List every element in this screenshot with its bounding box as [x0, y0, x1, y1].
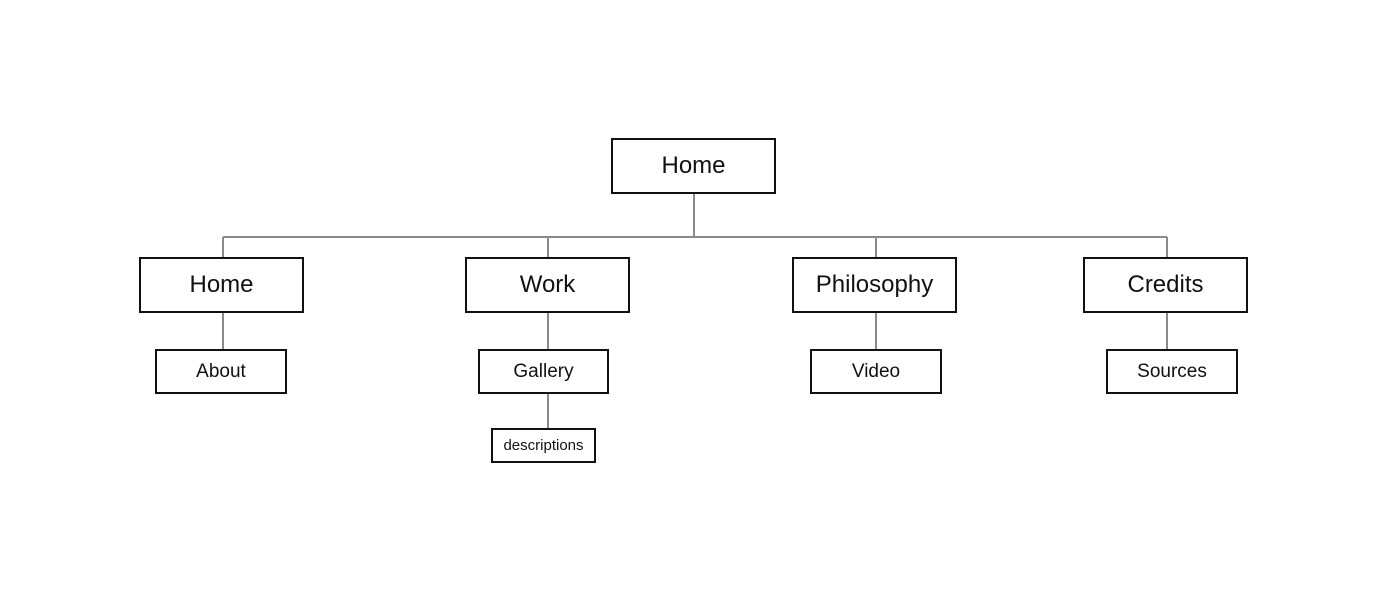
- node-label: Sources: [1137, 361, 1207, 382]
- node-label: Home: [189, 271, 254, 298]
- node-label: descriptions: [503, 437, 584, 454]
- node-label: Home: [661, 152, 726, 179]
- node-label: Work: [519, 271, 576, 298]
- node-section-home[interactable]: Home: [139, 257, 304, 313]
- node-label: Gallery: [513, 361, 574, 382]
- node-section-credits[interactable]: Credits: [1083, 257, 1248, 313]
- node-page-sources[interactable]: Sources: [1106, 349, 1238, 394]
- node-root-home[interactable]: Home: [611, 138, 776, 194]
- node-section-philosophy[interactable]: Philosophy: [792, 257, 957, 313]
- node-section-work[interactable]: Work: [465, 257, 630, 313]
- node-label: Video: [851, 361, 901, 382]
- node-label: About: [196, 361, 246, 382]
- node-page-descriptions[interactable]: descriptions: [491, 428, 596, 463]
- node-label: Philosophy: [815, 271, 934, 298]
- node-page-video[interactable]: Video: [810, 349, 942, 394]
- node-page-gallery[interactable]: Gallery: [478, 349, 609, 394]
- node-page-about[interactable]: About: [155, 349, 287, 394]
- node-label: Credits: [1127, 271, 1204, 298]
